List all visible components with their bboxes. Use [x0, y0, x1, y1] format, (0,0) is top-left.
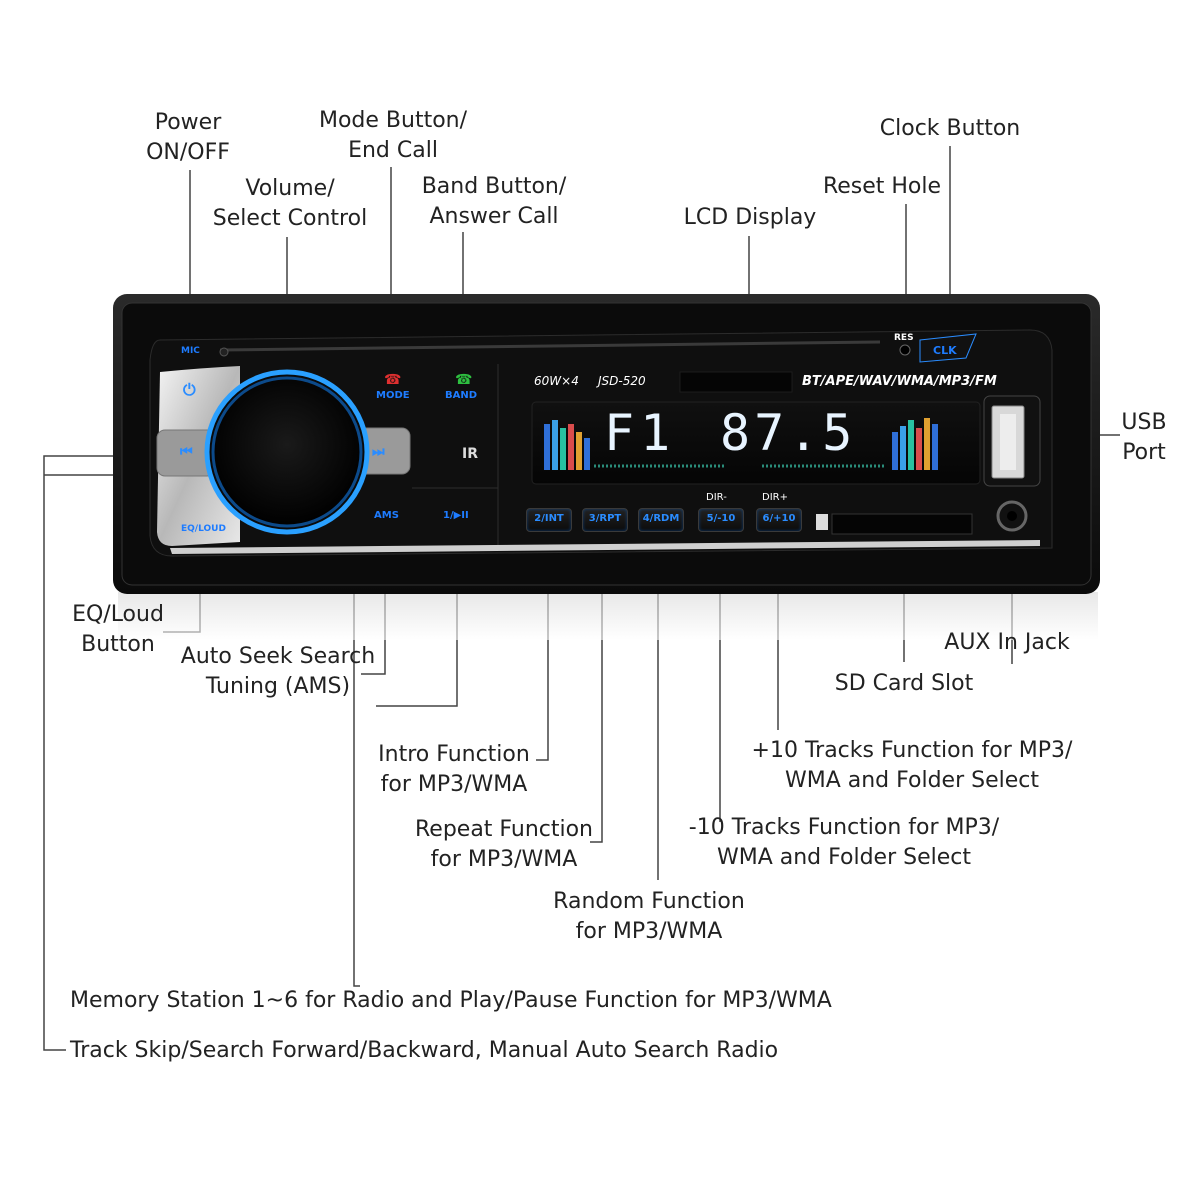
clk-button[interactable]: CLK — [933, 344, 957, 357]
callout-reset: Reset Hole — [822, 174, 942, 199]
callout-minus10: -10 Tracks Function for MP3/WMA and Fold… — [688, 815, 1000, 870]
callout-band: Band Button/Answer Call — [421, 174, 567, 229]
callout-plus10: +10 Tracks Function for MP3/WMA and Fold… — [751, 738, 1073, 793]
callout-clock: Clock Button — [879, 116, 1021, 141]
preset-button-3[interactable]: 3/RPT — [582, 508, 628, 532]
power-rating: 60W×4 — [534, 374, 579, 388]
play-pause-button[interactable]: 1/▶II — [443, 510, 469, 521]
model-number: JSD-520 — [598, 374, 646, 388]
clk-button-shape — [919, 333, 977, 363]
skip-back-button[interactable]: ⏮ — [180, 444, 193, 460]
lcd-eq-left — [544, 420, 590, 470]
lcd-eq-right — [892, 418, 938, 470]
band-button[interactable]: BAND — [445, 390, 478, 401]
eq-loud-button[interactable]: EQ/LOUD — [181, 524, 226, 534]
callout-volume: Volume/Select Control — [212, 176, 368, 231]
callout-aux: AUX In Jack — [944, 630, 1070, 655]
lcd-band: F1 — [604, 404, 677, 462]
sd-icon — [816, 514, 828, 530]
sd-card-slot — [831, 513, 973, 535]
power-button[interactable]: ⏻ — [183, 380, 196, 399]
mode-button[interactable]: MODE — [376, 390, 410, 401]
ir-label: IR — [462, 446, 478, 462]
callout-memory: Memory Station 1~6 for Radio and Play/Pa… — [70, 988, 832, 1013]
reset-hole — [899, 344, 911, 356]
callout-mode: Mode Button/End Call — [318, 108, 468, 163]
res-label: RES — [894, 333, 914, 343]
phone-end-icon: ☎ — [384, 372, 402, 388]
lcd-screen — [531, 401, 981, 485]
preset-button-5[interactable]: 5/-10 — [698, 508, 744, 532]
preset-button-6[interactable]: 6/+10 — [756, 508, 802, 532]
formats-label: BT/APE/WAV/WMA/MP3/FM — [802, 374, 997, 389]
callout-track: Track Skip/Search Forward/Backward, Manu… — [70, 1038, 779, 1063]
lcd-frequency: 87.5 — [720, 404, 857, 462]
ams-button[interactable]: AMS — [374, 510, 399, 521]
callout-sd: SD Card Slot — [834, 671, 974, 696]
skip-forward-button[interactable]: ⏭ — [372, 444, 385, 460]
preset-button-2[interactable]: 2/INT — [526, 508, 572, 532]
callout-lcd: LCD Display — [683, 205, 817, 230]
dir-minus-label: DIR- — [706, 492, 727, 503]
preset-button-4[interactable]: 4/RDM — [638, 508, 684, 532]
phone-answer-icon: ☎ — [455, 372, 473, 388]
mic-label: MIC — [181, 346, 200, 356]
stereo-reflection — [118, 592, 1098, 640]
disc-slot — [219, 340, 881, 352]
dir-plus-label: DIR+ — [762, 492, 788, 503]
